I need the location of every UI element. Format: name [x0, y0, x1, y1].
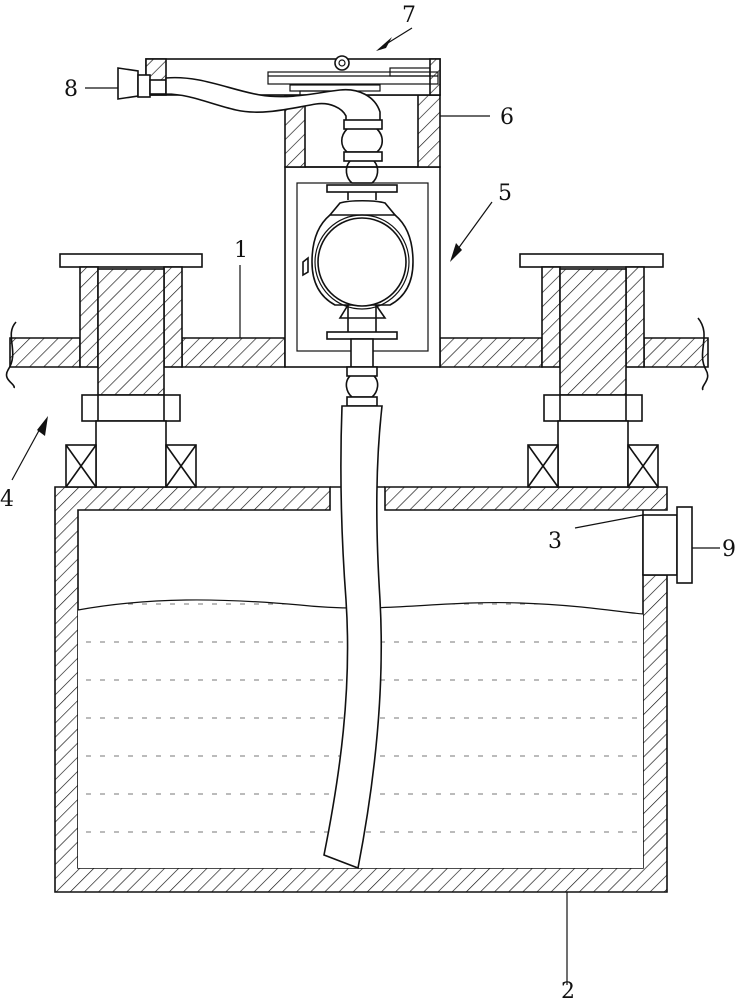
label-9: 9	[722, 537, 736, 562]
label-2: 2	[561, 979, 575, 1000]
arrow-4-head	[37, 416, 48, 436]
leader-5	[454, 201, 493, 254]
callout-labels: 1 2 3 4 5 6 7 8 9	[0, 3, 736, 1000]
right-support	[519, 253, 664, 488]
leader-lines	[11, 27, 720, 985]
liquid-surface	[77, 599, 644, 615]
label-8: 8	[64, 77, 78, 102]
pump-housing	[284, 166, 441, 368]
upper-hose	[165, 76, 384, 184]
label-6: 6	[500, 105, 514, 130]
label-5: 5	[498, 181, 512, 206]
label-1: 1	[234, 238, 248, 263]
upper-housing	[284, 94, 441, 168]
arrow-5-head	[450, 243, 462, 262]
label-3: 3	[548, 529, 562, 554]
arrow-7-head	[376, 37, 392, 51]
nozzle	[117, 67, 167, 100]
tank-top-right	[384, 486, 668, 511]
suction-hose	[323, 366, 383, 870]
side-port	[642, 506, 693, 584]
leader-3	[574, 514, 644, 529]
left-support	[59, 253, 203, 488]
label-7: 7	[402, 3, 416, 28]
leader-4	[11, 424, 43, 481]
label-4: 4	[0, 487, 14, 512]
